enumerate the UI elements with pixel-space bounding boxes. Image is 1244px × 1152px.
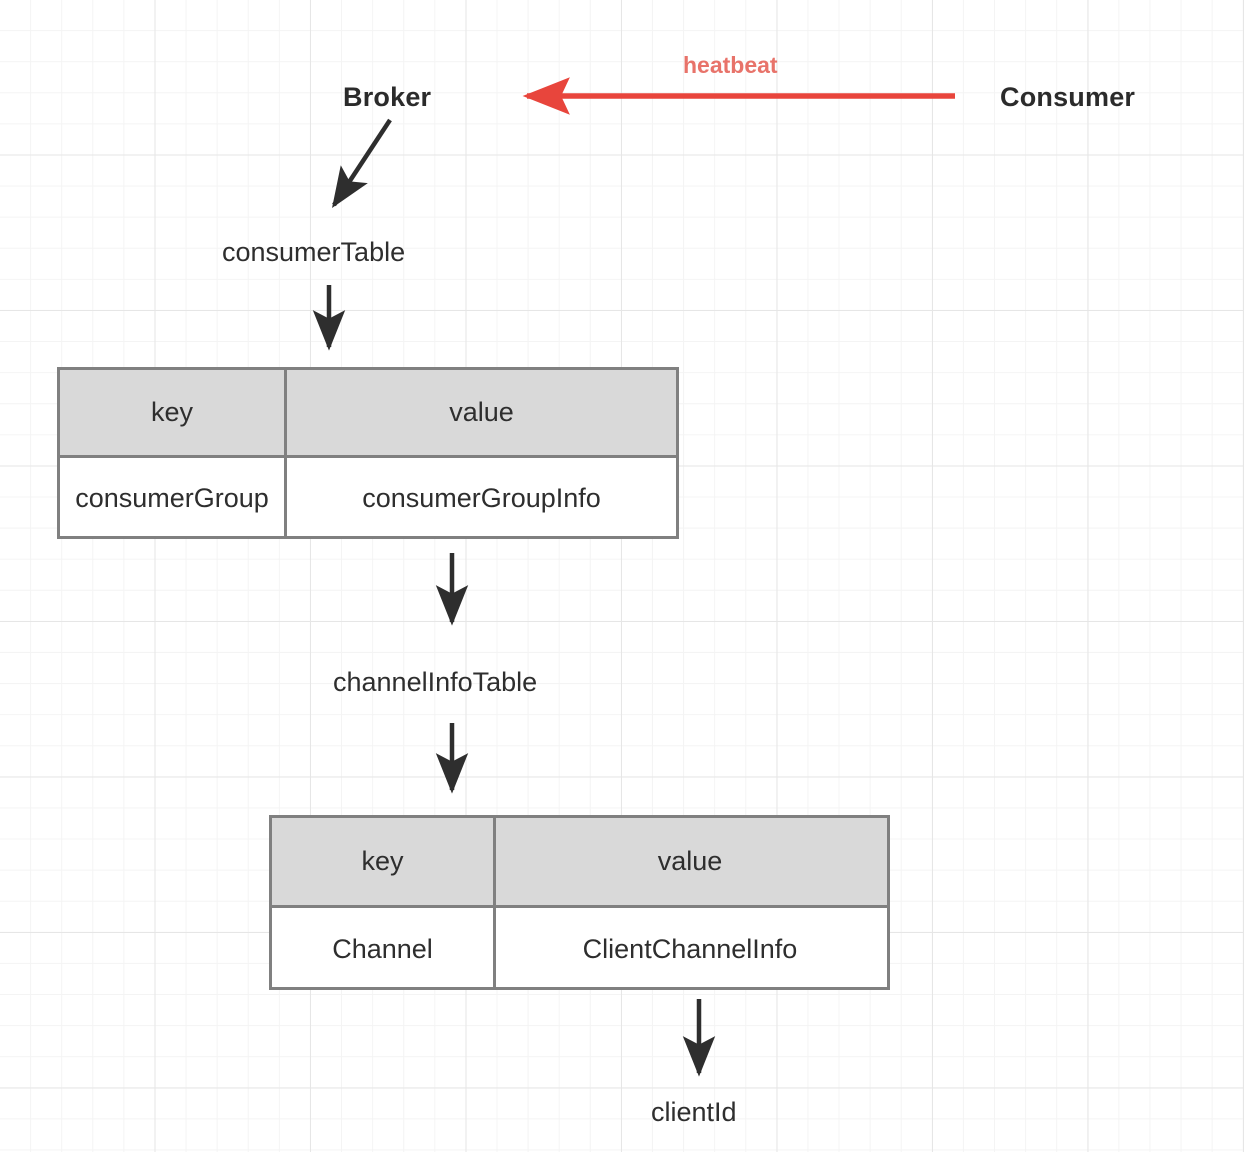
table-row: consumerGroup consumerGroupInfo bbox=[60, 455, 676, 539]
table-header-key: key bbox=[272, 818, 496, 905]
table-cell-value: ClientChannelInfo bbox=[582, 933, 798, 964]
table-cell-value: consumerGroupInfo bbox=[362, 483, 601, 513]
table-header-value: value bbox=[449, 397, 514, 427]
actor-broker: Broker bbox=[343, 82, 432, 112]
consumer-table: key value consumerGroup consumerGroupInf… bbox=[57, 367, 679, 539]
broker-to-consumertable-arrow bbox=[332, 118, 392, 209]
label-client-id: clientId bbox=[651, 1097, 737, 1127]
table-header-key: key bbox=[60, 370, 287, 455]
channel-info-table: key value Channel ClientChannelInfo bbox=[269, 815, 890, 990]
edge-label-heatbeat: heatbeat bbox=[683, 52, 778, 78]
table-header-row: key value bbox=[60, 370, 676, 455]
table-cell-key: consumerGroup bbox=[60, 458, 287, 539]
table-cell-key: Channel bbox=[272, 908, 496, 990]
table-header-row: key value bbox=[272, 818, 887, 905]
actor-consumer: Consumer bbox=[1000, 82, 1136, 112]
label-channel-info-table: channelInfoTable bbox=[333, 667, 538, 697]
label-consumer-table: consumerTable bbox=[222, 237, 406, 267]
table-row: Channel ClientChannelInfo bbox=[272, 905, 887, 990]
table-header-value: value bbox=[657, 846, 723, 876]
